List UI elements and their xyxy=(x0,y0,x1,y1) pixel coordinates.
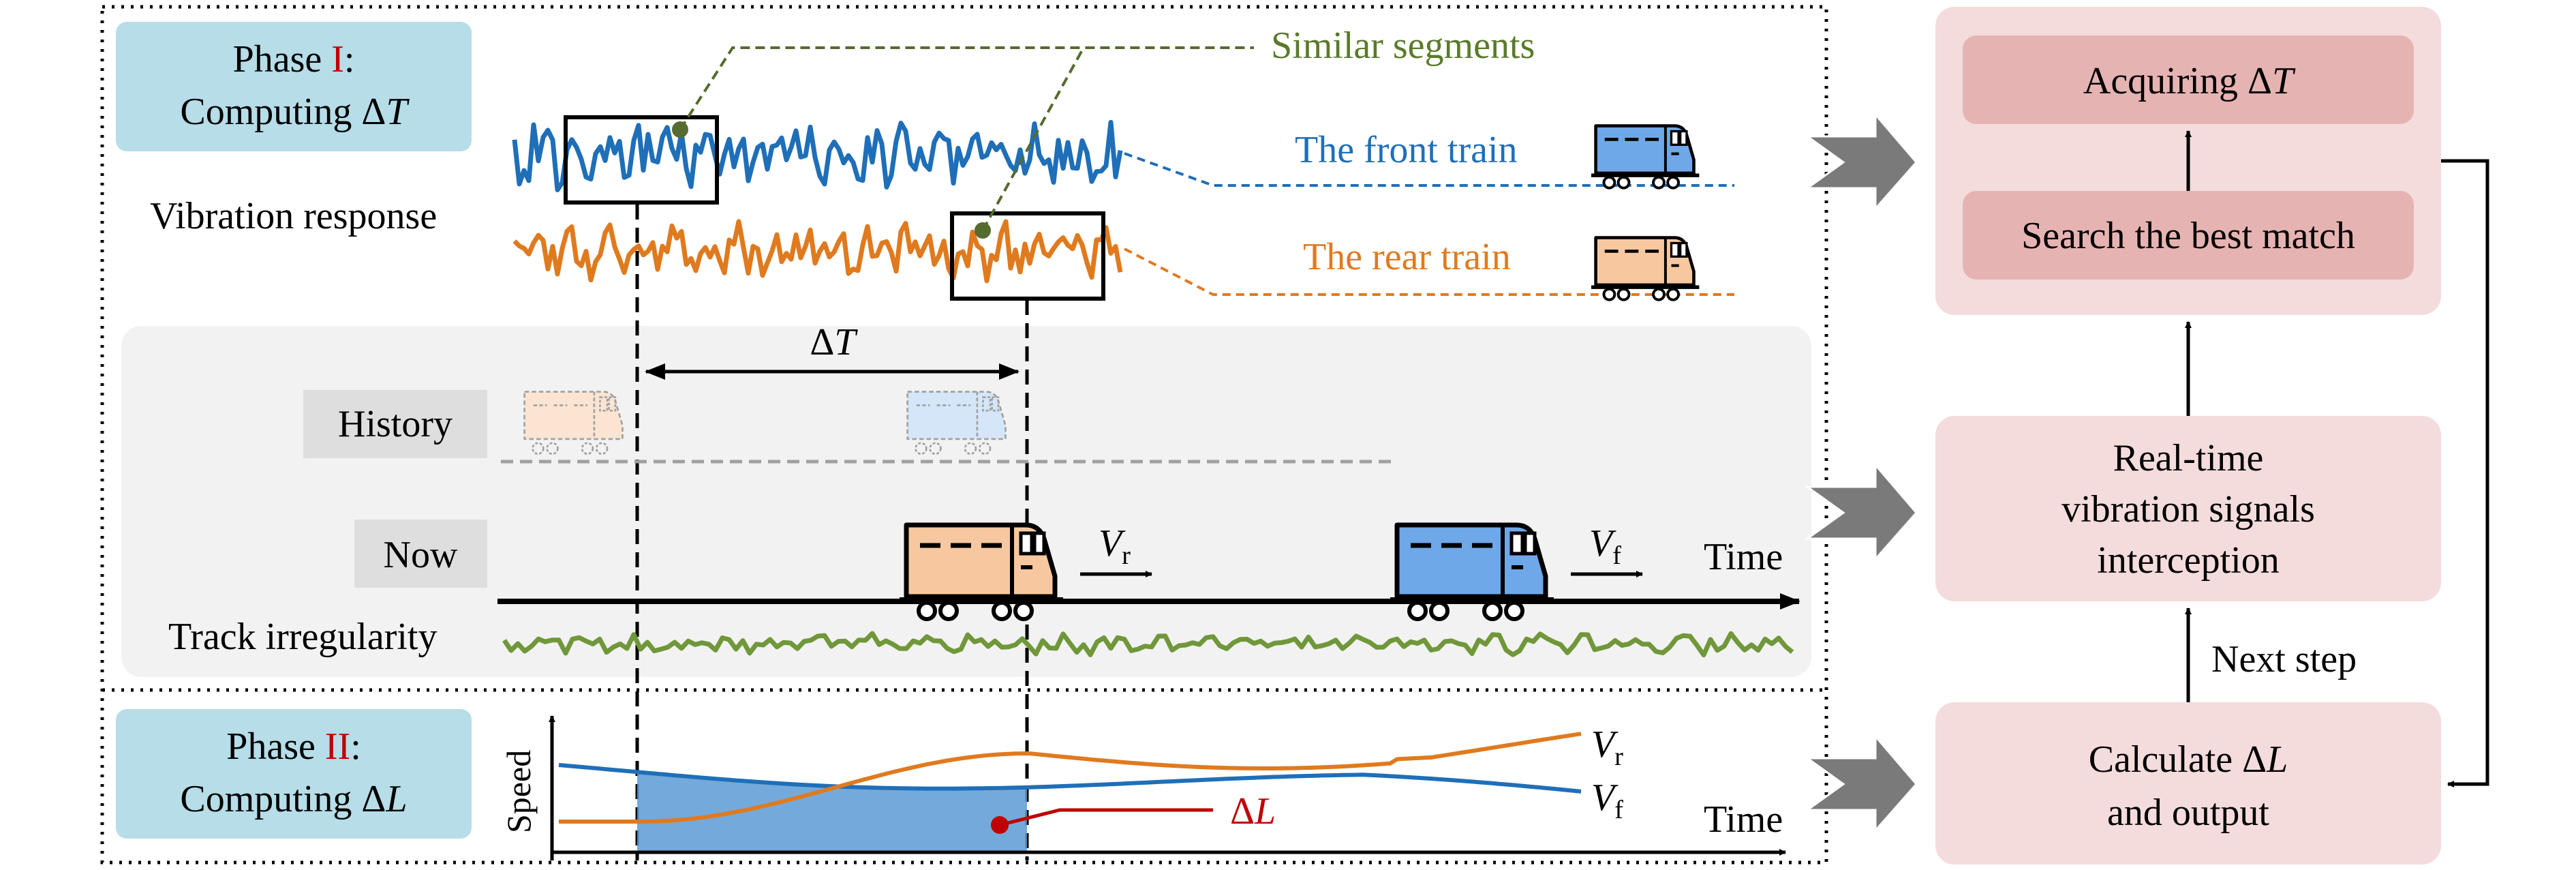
phase1-box xyxy=(116,22,472,151)
front-train-leader xyxy=(1124,152,1734,187)
rear-train-signal xyxy=(512,219,1123,284)
rear-train-label: The rear train xyxy=(1303,236,1511,278)
vibration-response-label: Vibration response xyxy=(150,195,437,237)
phase1-subtitle: Computing ΔT xyxy=(180,91,410,133)
history-label: History xyxy=(338,403,453,445)
front-segment-dot xyxy=(672,121,688,138)
vr-curve-label: Vr xyxy=(1591,723,1623,771)
rear-train-leader xyxy=(1124,247,1734,296)
block-arrow-bottom xyxy=(1804,733,1918,833)
similar-segments-leader-2 xyxy=(981,47,1085,231)
acquiring-box xyxy=(1963,35,2414,124)
rear-segment-box xyxy=(950,211,1105,301)
realtime-line-1: Real-time xyxy=(2113,437,2264,479)
acquiring-label: Acquiring ΔT xyxy=(2083,60,2296,102)
search-box xyxy=(1963,191,2414,280)
now-label-box xyxy=(354,520,487,588)
vf-curve-label: Vf xyxy=(1591,777,1623,824)
calculate-line-1: Calculate ΔL xyxy=(2089,738,2288,781)
rear-train-icon xyxy=(1591,238,1699,300)
track-irregularity-label: Track irregularity xyxy=(168,616,438,658)
next-step-label: Next step xyxy=(2211,638,2357,680)
block-arrow-middle xyxy=(1804,462,1918,562)
delta-l-label: ΔL xyxy=(1230,790,1276,832)
front-train-signal xyxy=(512,119,1123,192)
search-label: Search the best match xyxy=(2021,215,2355,257)
delta-t-label: ΔT xyxy=(810,321,858,363)
calculate-box xyxy=(1935,702,2441,865)
rear-segment-dot xyxy=(975,222,991,239)
realtime-line-2: vibration signals xyxy=(2061,488,2315,530)
phase2-subtitle: Computing ΔL xyxy=(180,778,407,820)
realtime-line-3: interception xyxy=(2097,539,2279,582)
now-label: Now xyxy=(384,534,458,576)
timeline-time-label: Time xyxy=(1704,536,1783,578)
phase2-title: Phase II: xyxy=(226,725,361,768)
speed-axis-label: Speed xyxy=(500,750,538,833)
vf-label-now: Vf xyxy=(1589,522,1621,570)
similar-segments-label: Similar segments xyxy=(1271,25,1535,67)
similar-segments-leader xyxy=(679,46,1254,131)
feedback-arrow xyxy=(2441,159,2489,787)
track-irregularity-signal xyxy=(502,631,1794,658)
front-train-label: The front train xyxy=(1295,129,1518,171)
delta-l-leader xyxy=(999,808,1213,827)
phase2-box xyxy=(116,709,472,839)
vf-curve xyxy=(558,763,1582,794)
realtime-box xyxy=(1935,416,2441,601)
vr-curve xyxy=(559,732,1582,824)
front-segment-box xyxy=(564,115,719,205)
calculate-line-2: and output xyxy=(2107,792,2269,834)
front-train-icon xyxy=(1591,126,1699,188)
history-label-box xyxy=(303,390,487,458)
speed-time-label: Time xyxy=(1704,798,1783,841)
phase1-title: Phase I: xyxy=(233,38,355,80)
block-arrow-top xyxy=(1804,111,1918,211)
vr-label-now: Vr xyxy=(1099,522,1131,570)
delta-l-area xyxy=(637,772,1027,851)
